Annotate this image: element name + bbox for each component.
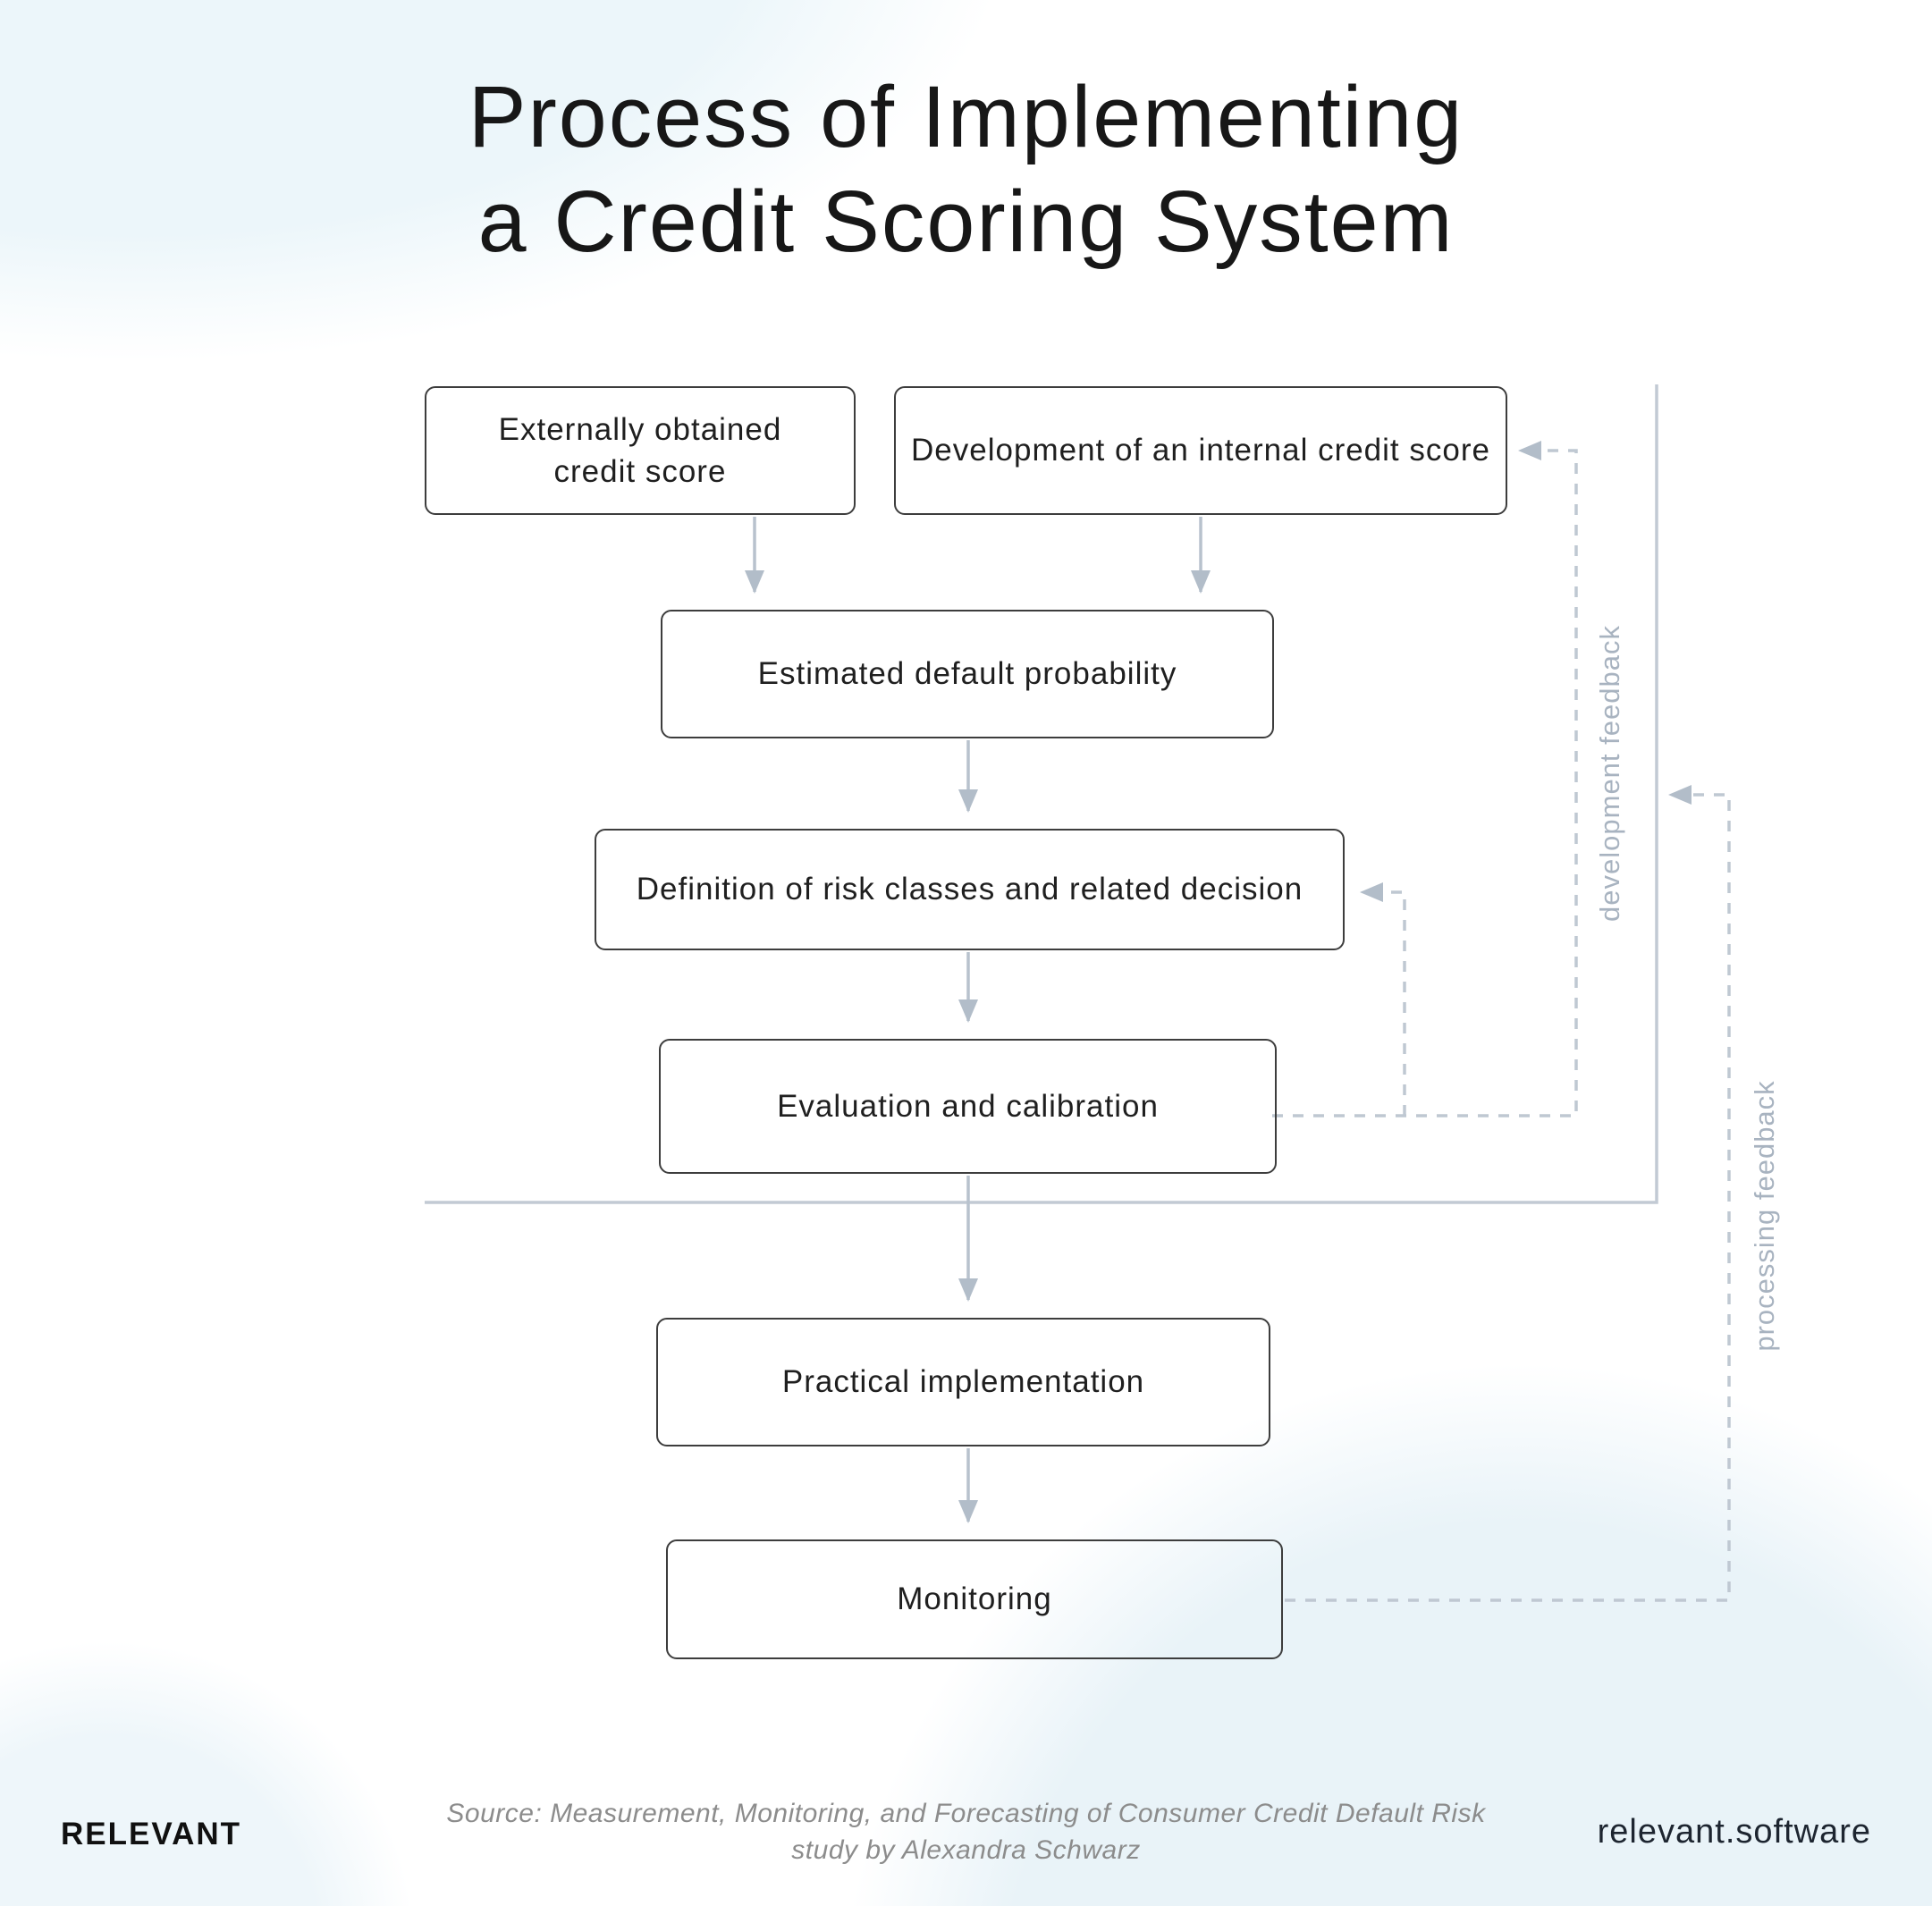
node-estimated-default-probability: Estimated default probability xyxy=(661,610,1274,738)
node-label: Monitoring xyxy=(897,1581,1052,1617)
feedback-evaluation-to-internal xyxy=(1272,441,1578,1117)
node-label: Estimated default probability xyxy=(757,656,1177,692)
development-feedback-label: development feedback xyxy=(1594,625,1625,922)
page-title-line2: a Credit Scoring System xyxy=(477,173,1455,270)
page-title-line1: Process of Implementing xyxy=(468,68,1464,165)
source-line1: Source: Measurement, Monitoring, and For… xyxy=(446,1799,1486,1828)
brand-logo: RELEVANT xyxy=(61,1817,242,1851)
node-monitoring: Monitoring xyxy=(666,1539,1283,1659)
processing-feedback-label: processing feedback xyxy=(1749,1080,1780,1352)
node-label: Externally obtained credit score xyxy=(498,411,782,489)
node-definition-of-risk-classes: Definition of risk classes and related d… xyxy=(595,829,1345,950)
node-label: Evaluation and calibration xyxy=(777,1088,1159,1124)
website-link[interactable]: relevant.software xyxy=(1597,1813,1871,1851)
node-development-of-internal-credit-score: Development of an internal credit score xyxy=(894,386,1507,515)
node-label: Definition of risk classes and related d… xyxy=(636,872,1303,907)
source-attribution: Source: Measurement, Monitoring, and For… xyxy=(0,1795,1932,1868)
node-evaluation-and-calibration: Evaluation and calibration xyxy=(659,1039,1277,1174)
node-label: Practical implementation xyxy=(781,1364,1145,1400)
node-label: Development of an internal credit score xyxy=(911,433,1490,468)
feedback-evaluation-to-risk xyxy=(1360,882,1406,1116)
node-externally-obtained-credit-score: Externally obtained credit score xyxy=(425,386,856,515)
feedback-monitoring-to-phase xyxy=(1285,785,1731,1602)
node-practical-implementation: Practical implementation xyxy=(656,1318,1270,1446)
source-line2: study by Alexandra Schwarz xyxy=(791,1835,1141,1865)
phase-divider-bracket xyxy=(425,384,1658,1204)
